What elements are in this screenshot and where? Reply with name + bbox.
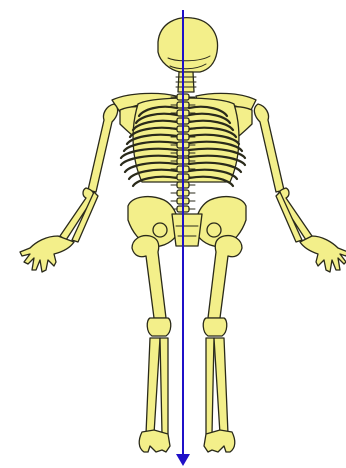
arrow-down-icon [176, 454, 190, 466]
left-arm [20, 104, 118, 272]
skull [158, 18, 218, 72]
left-leg [132, 236, 171, 452]
right-leg [203, 236, 242, 452]
cervical-spine [176, 72, 196, 92]
right-hand [300, 236, 346, 272]
left-hand [20, 236, 74, 272]
right-arm [254, 104, 346, 272]
